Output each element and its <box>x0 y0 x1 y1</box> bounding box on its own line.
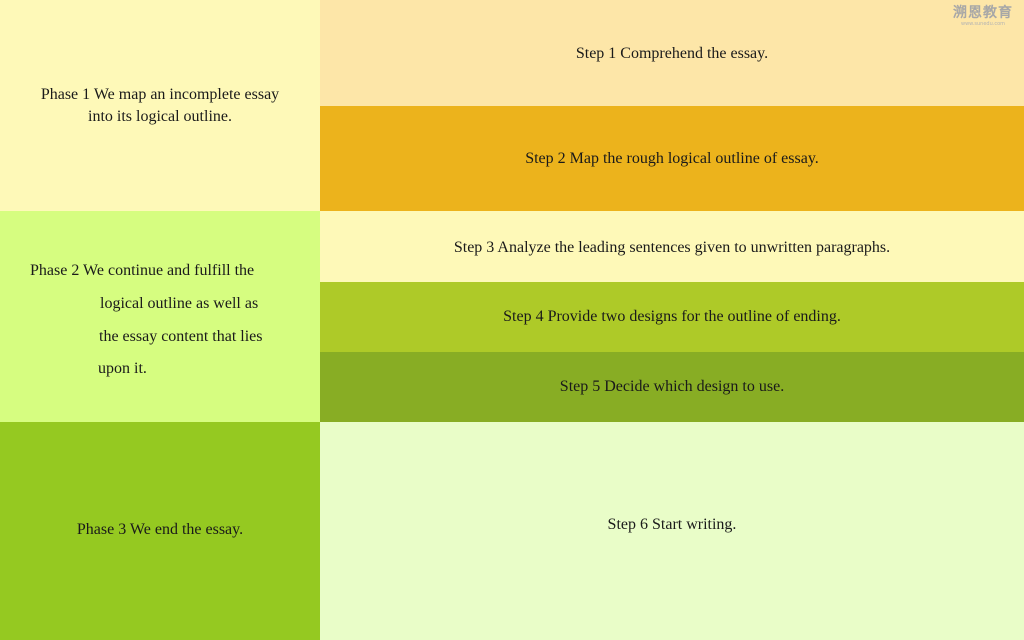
step-5-box: Step 5 Decide which design to use. <box>320 352 1024 422</box>
step-4-text: Step 4 Provide two designs for the outli… <box>503 308 841 325</box>
logo-sub-text: www.sunedu.com <box>960 21 1006 27</box>
phase-2-line-2: logical outline as well as <box>100 295 259 312</box>
phase-1-box: Phase 1 We map an incomplete essay into … <box>0 0 320 211</box>
step-3-box: Step 3 Analyze the leading sentences giv… <box>320 211 1024 282</box>
watermark-logo: 溯恩教育 www.sunedu.com <box>952 6 1014 30</box>
step-5-text: Step 5 Decide which design to use. <box>559 378 785 395</box>
phase-2-line-1: Phase 2 We continue and fulfill the <box>30 262 255 279</box>
phase-3-box: Phase 3 We end the essay. <box>0 422 320 640</box>
phase-1-line-2: into its logical outline. <box>88 108 232 125</box>
step-1-box: Step 1 Comprehend the essay. <box>320 0 1024 106</box>
step-2-box: Step 2 Map the rough logical outline of … <box>320 106 1024 211</box>
phase-1-text: Phase 1 We map an incomplete essay into … <box>0 84 320 128</box>
phase-3-text: Phase 3 We end the essay. <box>76 521 244 538</box>
step-6-box: Step 6 Start writing. <box>320 422 1024 640</box>
step-4-box: Step 4 Provide two designs for the outli… <box>320 282 1024 352</box>
step-3-text: Step 3 Analyze the leading sentences giv… <box>453 238 891 256</box>
step-6-text: Step 6 Start writing. <box>607 516 737 533</box>
phase-2-line-3: the essay content that lies <box>99 328 263 345</box>
phase-1-line-1: Phase 1 We map an incomplete essay <box>40 86 280 103</box>
step-1-text: Step 1 Comprehend the essay. <box>575 45 769 62</box>
phase-2-box: Phase 2 We continue and fulfill the logi… <box>0 211 320 422</box>
phase-2-line-4: upon it. <box>98 360 147 377</box>
step-2-text: Step 2 Map the rough logical outline of … <box>525 149 819 167</box>
logo-main-text: 溯恩教育 <box>953 5 1013 21</box>
